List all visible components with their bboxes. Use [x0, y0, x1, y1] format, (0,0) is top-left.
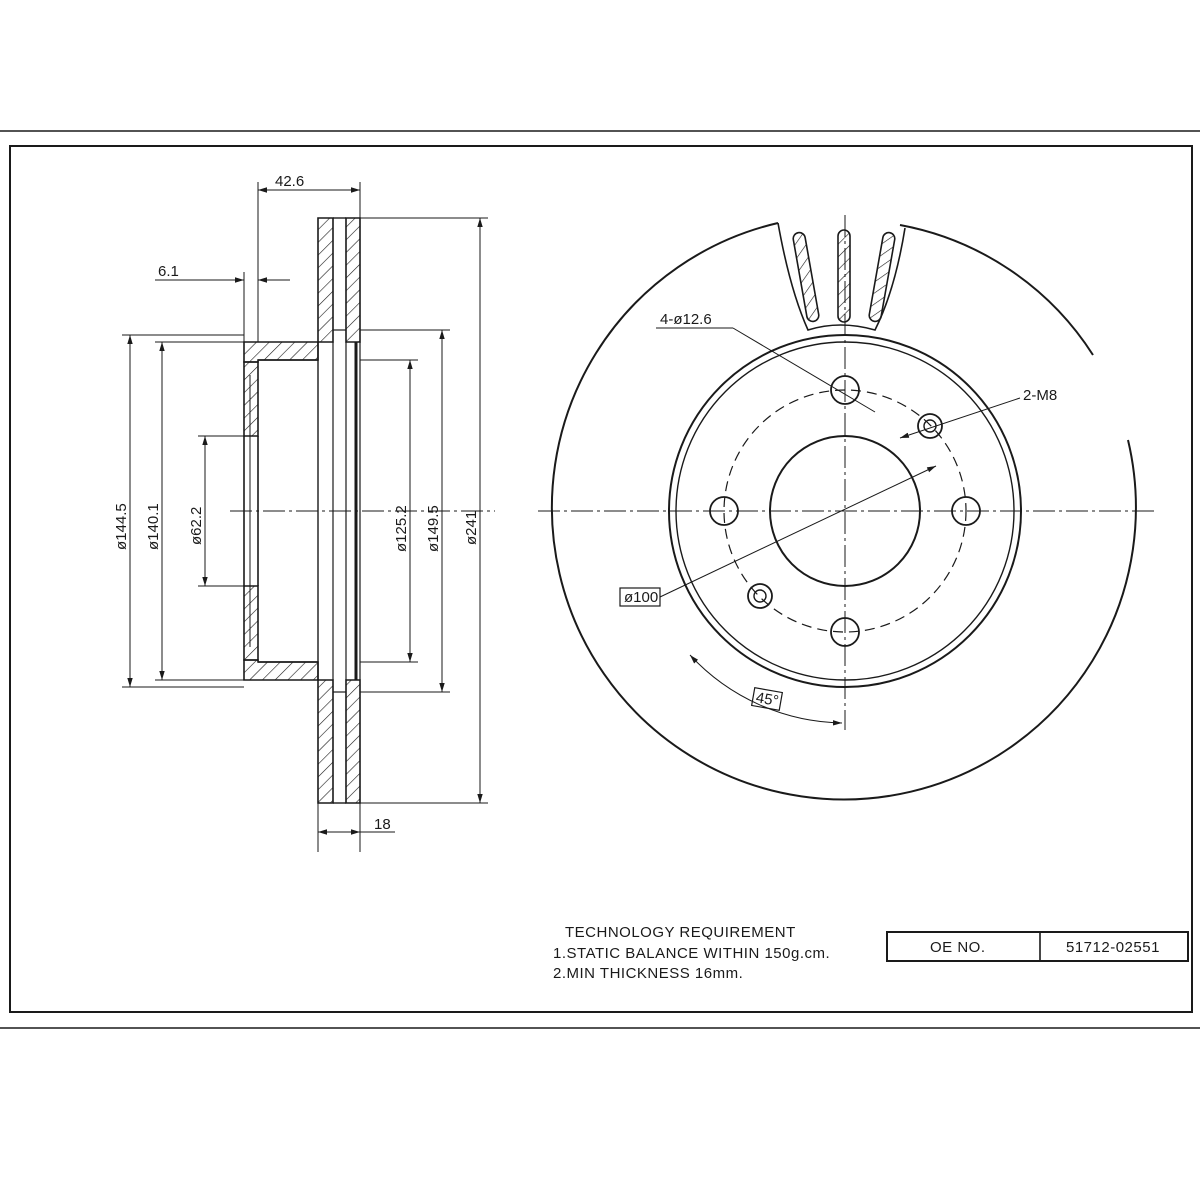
dim-hub-offset: 42.6 — [275, 173, 304, 190]
label-angle: 45° — [755, 689, 780, 710]
disc-outer-edge — [550, 222, 1137, 801]
leader-pcd — [659, 465, 937, 598]
leader-threaded-holes — [899, 397, 1021, 439]
inner-ring-upper — [345, 217, 361, 343]
threaded-hole-upper — [917, 413, 943, 439]
front-view: 4-ø12.6 2-M8 ø100 45° — [538, 215, 1155, 801]
dim-disc-thickness: 18 — [374, 816, 391, 833]
bolt-hole-top — [830, 375, 860, 405]
vent-detail-outline — [777, 222, 906, 331]
dim-d241: ø241 — [463, 511, 480, 545]
dim-d62: ø62.2 — [188, 507, 205, 545]
technology-notes: TECHNOLOGY REQUIREMENT 1.STATIC BALANCE … — [553, 924, 830, 982]
label-pcd: ø100 — [624, 589, 658, 606]
dim-d144: ø144.5 — [113, 503, 130, 550]
pcd-box — [619, 587, 661, 607]
notes-line-2: 2.MIN THICKNESS 16mm. — [553, 965, 743, 982]
section-view — [230, 217, 495, 804]
drawing-frame — [9, 145, 1193, 1013]
hub-face-upper — [243, 361, 259, 437]
hat-inner-circle — [675, 341, 1015, 681]
vent-vane-right — [868, 231, 896, 323]
disc-outer-edge-right — [899, 224, 1094, 356]
title-block-label: OE NO. — [930, 939, 986, 956]
pcd-circle — [723, 389, 967, 633]
angle-arc — [689, 654, 843, 726]
outer-ring-upper — [317, 217, 334, 343]
title-block: OE NO. 51712-02551 — [886, 931, 1189, 962]
vent-vane-left — [792, 231, 820, 323]
bolt-hole-bottom — [830, 617, 860, 647]
title-block-frame — [886, 931, 1189, 962]
dim-hat-thickness: 6.1 — [158, 263, 179, 280]
center-bore — [769, 435, 921, 587]
bolt-hole-left — [709, 496, 739, 526]
outer-ring-lower — [317, 679, 334, 804]
vent-vane-middle — [837, 229, 851, 323]
threaded-hole-lower — [747, 583, 773, 609]
section-dimensions: 42.6 6.1 18 ø144.5 ø140.1 ø62.2 ø125.2 — [113, 173, 488, 852]
hat-outer-circle — [668, 334, 1022, 688]
label-bolt-holes: 4-ø12.6 — [660, 311, 712, 328]
hat-flange-upper — [243, 341, 319, 363]
dim-d140: ø140.1 — [145, 503, 162, 550]
bolt-hole-right — [951, 496, 981, 526]
angle-box — [750, 687, 784, 711]
title-block-value: 51712-02551 — [1066, 939, 1160, 956]
dim-d149: ø149.5 — [425, 505, 442, 552]
hat-flange-lower — [243, 659, 319, 681]
label-threaded-holes: 2-M8 — [1023, 387, 1057, 404]
inner-ring-lower — [345, 679, 361, 804]
notes-heading: TECHNOLOGY REQUIREMENT — [565, 924, 796, 941]
dim-d125: ø125.2 — [393, 505, 410, 552]
notes-line-1: 1.STATIC BALANCE WITHIN 150g.cm. — [553, 945, 830, 962]
hub-face-lower — [243, 585, 259, 661]
leader-bolt-holes — [732, 327, 876, 413]
